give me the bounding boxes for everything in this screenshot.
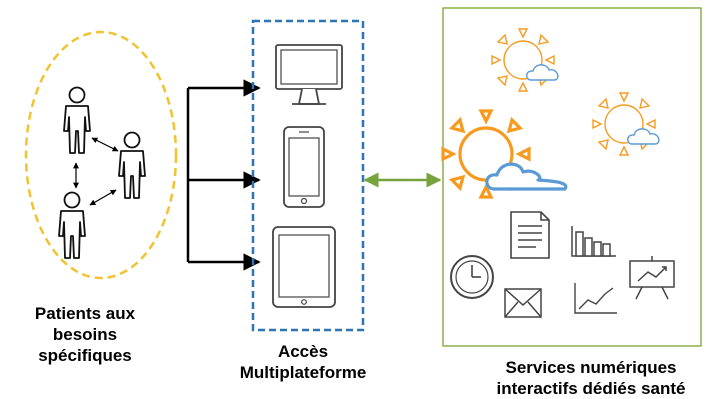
services-label-line2: interactifs dédiés santé (496, 379, 686, 398)
smartphone-icon (283, 126, 325, 208)
services-box (442, 7, 702, 347)
person-icon (63, 86, 91, 154)
patients-label: Patients aux besoins spécifiques (10, 303, 160, 366)
line-chart-icon (574, 283, 617, 314)
services-label-line1: Services numériques (505, 358, 677, 377)
sun-cloud-icon (491, 28, 559, 92)
access-box (251, 19, 365, 332)
access-label: Accès Multiplateforme (228, 341, 378, 383)
bar-chart-icon (571, 226, 616, 257)
clock-icon (450, 255, 494, 299)
envelope-icon (504, 288, 542, 318)
document-icon (510, 211, 550, 259)
person-icon (58, 191, 86, 259)
patients-label-line2: besoins (52, 325, 118, 344)
access-label-line1: Accès (277, 342, 329, 361)
services-label: Services numériques interactifs dédiés s… (478, 357, 704, 399)
sun-cloud-icon (592, 92, 660, 156)
tablet-icon (272, 226, 336, 308)
sun-cloud-icon-large (441, 109, 568, 199)
relation-arrow (89, 189, 117, 206)
presentation-icon (629, 256, 675, 300)
monitor-icon (275, 44, 343, 105)
access-label-line2: Multiplateforme (239, 363, 367, 382)
person-icon (118, 131, 146, 199)
patients-label-line3: spécifiques (38, 346, 132, 365)
branch-connector (186, 79, 261, 271)
relation-arrow (91, 137, 119, 152)
patients-label-line1: Patients aux (34, 304, 136, 323)
patients-group-ellipse (24, 30, 178, 280)
